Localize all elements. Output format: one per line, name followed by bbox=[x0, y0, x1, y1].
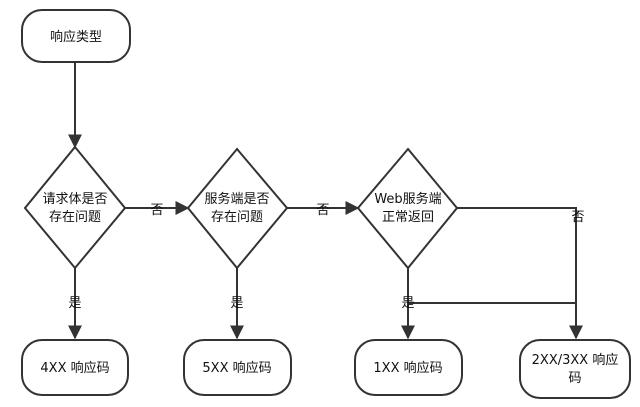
node-r5xx-label: 5XX 响应码 bbox=[202, 360, 271, 376]
node-start-label: 响应类型 bbox=[50, 29, 102, 45]
node-start-shape bbox=[21, 9, 131, 63]
node-r23xx: 2XX/3XX 响应 码 bbox=[519, 339, 631, 399]
node-r5xx-shape bbox=[183, 339, 292, 396]
edge-label-q3-yes: 是 bbox=[401, 296, 414, 311]
node-q2-shape bbox=[186, 147, 289, 270]
node-r23xx-label-line1: 2XX/3XX 响应 bbox=[532, 352, 619, 368]
edge-label-q3-no: 否 bbox=[571, 210, 584, 225]
node-q2-label-line2: 存在问题 bbox=[211, 210, 263, 225]
edge-label-q2-yes: 是 bbox=[230, 296, 243, 311]
node-r4xx-shape bbox=[21, 339, 129, 396]
node-q3-shape bbox=[356, 147, 459, 270]
node-q3-label-line2: 正常返回 bbox=[382, 210, 434, 225]
edge-q3-no-to-r23xx bbox=[457, 207, 583, 340]
node-r23xx-label-line2: 码 bbox=[568, 371, 581, 386]
node-r5xx: 5XX 响应码 bbox=[183, 339, 292, 396]
node-r4xx: 4XX 响应码 bbox=[21, 339, 129, 396]
node-r1xx-shape bbox=[354, 339, 463, 396]
node-r1xx: 1XX 响应码 bbox=[354, 339, 463, 396]
node-q1: 请求体是否 存在问题 bbox=[23, 145, 127, 270]
node-q2-label-line1: 服务端是否 bbox=[204, 191, 269, 207]
node-r1xx-label: 1XX 响应码 bbox=[373, 360, 442, 376]
node-r23xx-shape bbox=[519, 339, 631, 399]
node-start: 响应类型 bbox=[21, 9, 131, 63]
edge-label-q1-yes: 是 bbox=[68, 296, 81, 311]
edge-label-q1-no: 否 bbox=[150, 203, 163, 218]
node-q1-label-line1: 请求体是否 bbox=[42, 192, 107, 207]
edge-label-q2-no: 否 bbox=[316, 203, 329, 218]
node-q3-label-line1: Web服务端 bbox=[374, 191, 441, 207]
node-r4xx-label: 4XX 响应码 bbox=[40, 360, 109, 376]
node-q3: Web服务端 正常返回 bbox=[356, 147, 459, 270]
node-q1-label-line2: 存在问题 bbox=[49, 210, 101, 225]
node-q1-shape bbox=[23, 145, 127, 270]
node-q2: 服务端是否 存在问题 bbox=[186, 147, 289, 270]
